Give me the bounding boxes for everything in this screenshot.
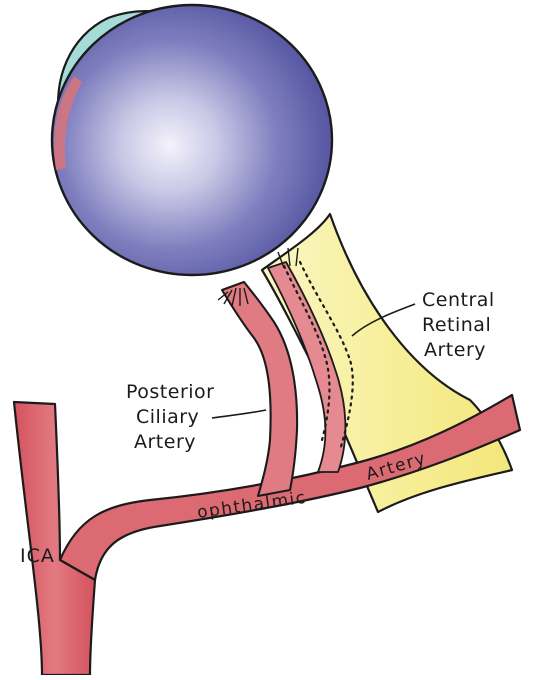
eye-globe xyxy=(52,5,332,275)
central-retinal-artery-label: Central Retinal Artery xyxy=(422,289,495,361)
label-line-2: Retinal xyxy=(422,314,491,336)
label-line-1: Posterior xyxy=(126,381,214,403)
label-line-1: Central xyxy=(422,289,495,311)
posterior-ciliary-artery-label: Posterior Ciliary Artery xyxy=(126,381,214,453)
label-line-3: Artery xyxy=(134,431,196,453)
label-line-3: Artery xyxy=(424,339,486,361)
label-line-2: Ciliary xyxy=(136,406,199,428)
ica-label: ICA xyxy=(20,545,55,567)
posterior-ciliary-leader xyxy=(212,410,266,418)
